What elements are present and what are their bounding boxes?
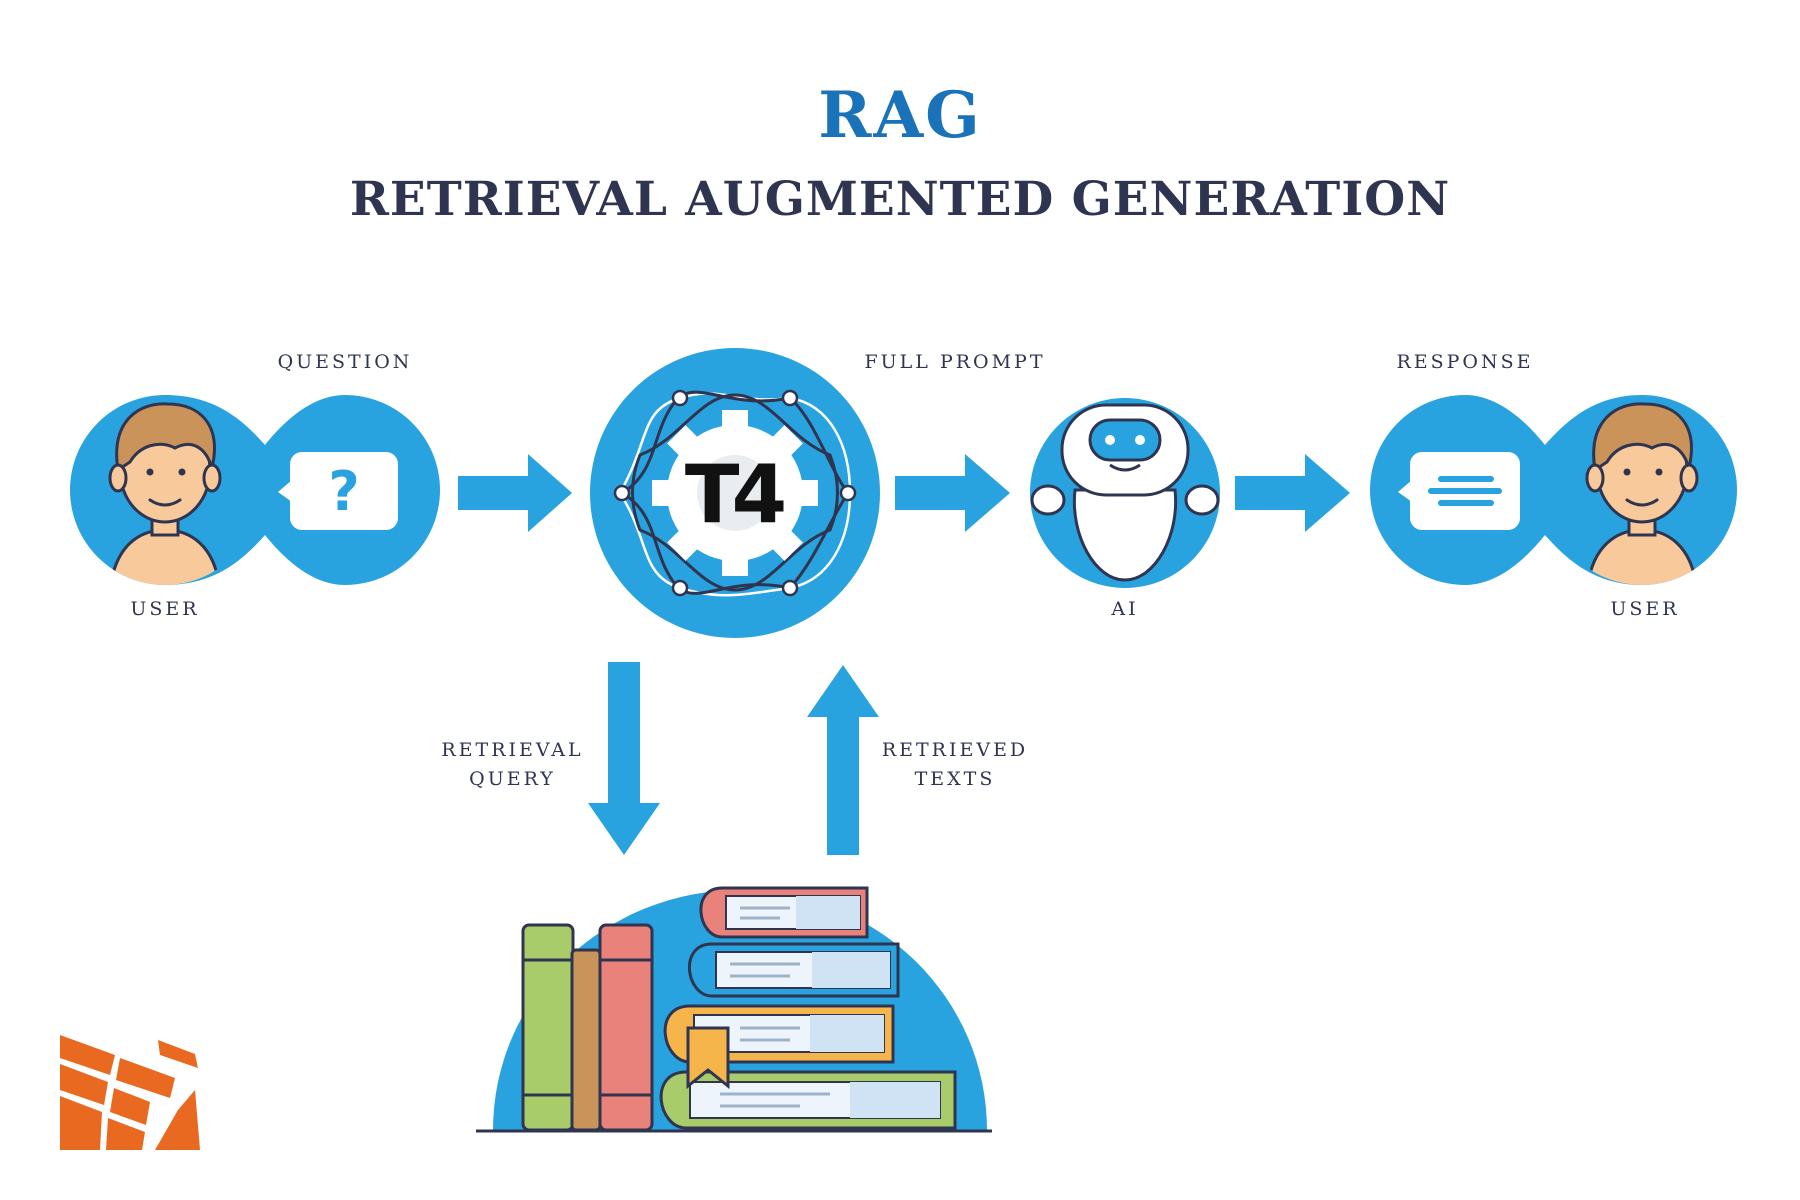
label-retrieved-texts-line2: TEXTS bbox=[914, 768, 996, 790]
diagram-title: RAG bbox=[818, 78, 982, 153]
label-user-left: USER bbox=[130, 598, 200, 620]
diagram-subtitle: RETRIEVAL AUGMENTED GENERATION bbox=[349, 172, 1451, 227]
network-node-dots bbox=[613, 389, 857, 597]
svg-text:?: ? bbox=[328, 460, 359, 523]
arrow-retrieved-texts bbox=[807, 665, 879, 855]
books-stack-icon bbox=[476, 886, 992, 1133]
processor-node: T4 bbox=[590, 348, 880, 638]
label-retrieval-query-line2: QUERY bbox=[469, 768, 556, 790]
label-retrieval-query-line1: RETRIEVAL bbox=[441, 739, 584, 761]
label-user-right: USER bbox=[1610, 598, 1680, 620]
robot-icon bbox=[1030, 403, 1220, 582]
label-retrieved-texts-line1: RETRIEVED bbox=[881, 739, 1029, 761]
user-avatar-icon bbox=[108, 402, 222, 585]
question-bubble-icon: ? bbox=[278, 452, 398, 530]
label-question: QUESTION bbox=[277, 351, 413, 373]
label-response: RESPONSE bbox=[1396, 351, 1534, 373]
label-ai: AI bbox=[1111, 598, 1139, 620]
label-retrieved-texts: RETRIEVED TEXTS bbox=[860, 736, 1050, 794]
brand-logo-icon bbox=[60, 1035, 200, 1150]
user-avatar-icon bbox=[1585, 402, 1699, 585]
arrow-retrieval-query bbox=[588, 662, 660, 855]
response-bubble-icon bbox=[1398, 452, 1520, 530]
arrow-full-prompt bbox=[895, 454, 1010, 532]
gear-shape bbox=[652, 410, 818, 576]
label-full-prompt: FULL PROMPT bbox=[864, 351, 1046, 373]
arrow-question bbox=[458, 454, 572, 532]
arrow-response bbox=[1235, 454, 1350, 532]
center-node-mark: T4 bbox=[685, 448, 784, 541]
label-retrieval-query: RETRIEVAL QUERY bbox=[420, 736, 605, 794]
